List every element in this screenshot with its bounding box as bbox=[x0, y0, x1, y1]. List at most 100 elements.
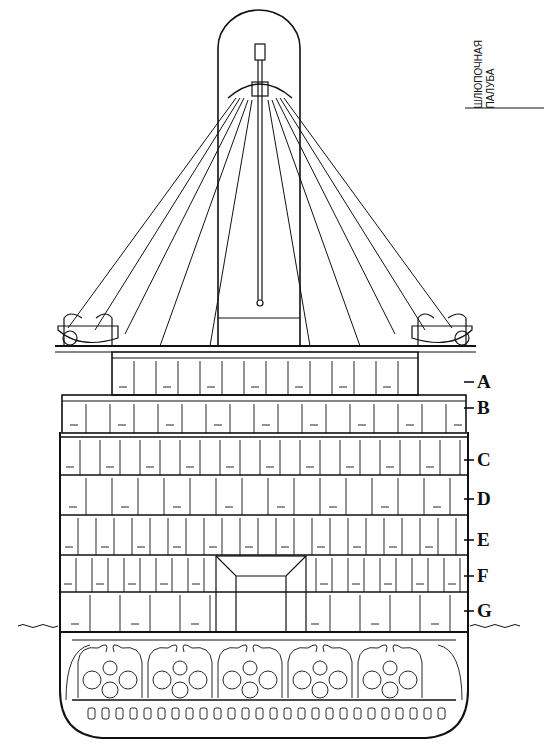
cabin-partition bbox=[258, 518, 259, 555]
cabin-partition bbox=[348, 558, 349, 592]
cabin-partition bbox=[173, 507, 181, 508]
cabin-partition bbox=[173, 547, 181, 548]
cabin-partition bbox=[312, 518, 313, 555]
cabin-partition bbox=[192, 584, 200, 585]
double-bottom-cell bbox=[242, 708, 249, 719]
cabin-partition bbox=[306, 467, 314, 468]
cabin-partition bbox=[294, 478, 295, 515]
boiler bbox=[119, 671, 137, 689]
deck-letter: A bbox=[477, 372, 491, 391]
cabin-partition bbox=[190, 478, 191, 515]
boiler bbox=[153, 671, 171, 689]
cabin-partition bbox=[294, 518, 295, 555]
cabin-partition bbox=[110, 404, 111, 433]
cabin-partition bbox=[402, 518, 403, 555]
water-line bbox=[18, 625, 520, 628]
double-bottom-cell bbox=[144, 708, 151, 719]
cabin-partition bbox=[330, 595, 331, 632]
cabin-partition bbox=[390, 595, 391, 632]
double-bottom-cell bbox=[102, 708, 109, 719]
double-bottom-cell bbox=[200, 708, 207, 719]
cabin-partition bbox=[260, 440, 261, 475]
cabin-partition bbox=[268, 478, 269, 515]
double-bottom-cell bbox=[396, 708, 403, 719]
cabin-partition bbox=[188, 558, 189, 592]
double-bottom-cell bbox=[354, 708, 361, 719]
cabin-partition bbox=[326, 404, 327, 433]
cabin-partition bbox=[317, 547, 325, 548]
cabin-partition bbox=[121, 507, 129, 508]
cabin-partition bbox=[134, 404, 135, 433]
cabin-partition bbox=[444, 558, 445, 592]
cabin-partition bbox=[320, 584, 328, 585]
cabin-partition bbox=[310, 425, 318, 426]
cabin-partition bbox=[156, 558, 157, 592]
funnel-stays bbox=[68, 98, 452, 346]
cabin-partition bbox=[220, 440, 221, 475]
cabin-partition bbox=[339, 387, 347, 388]
cabin-partition bbox=[329, 507, 337, 508]
cabin-partition bbox=[191, 624, 199, 625]
cabin-partition bbox=[164, 478, 165, 515]
cabin-partition bbox=[266, 467, 274, 468]
cabin-partition bbox=[352, 584, 360, 585]
cabin-partition bbox=[112, 478, 113, 515]
boiler-casing bbox=[218, 645, 282, 698]
boiler-casing bbox=[288, 645, 352, 698]
double-bottom-cell bbox=[214, 708, 221, 719]
cabin-partition bbox=[320, 478, 321, 515]
double-bottom-cell bbox=[382, 708, 389, 719]
double-bottom-cell bbox=[256, 708, 263, 719]
cabin-partition bbox=[348, 518, 349, 555]
boiler bbox=[102, 682, 118, 698]
cabin-partition bbox=[420, 518, 421, 555]
boiler bbox=[382, 682, 398, 698]
deck-tick bbox=[464, 407, 474, 409]
cabin-partition bbox=[425, 547, 433, 548]
double-bottom-cell bbox=[438, 708, 445, 719]
double-bottom-cell bbox=[312, 708, 319, 719]
cabin-partition bbox=[206, 404, 207, 433]
cabin-partition bbox=[433, 507, 441, 508]
cabin-partition bbox=[276, 518, 277, 555]
cabin-partition bbox=[86, 478, 87, 515]
cabin-partition bbox=[302, 404, 303, 433]
boiler bbox=[329, 671, 347, 689]
cabin-partition bbox=[428, 558, 429, 592]
cabin-partition bbox=[244, 361, 245, 395]
cabin-partition bbox=[214, 425, 222, 426]
deck-letter: C bbox=[477, 450, 491, 469]
cabin-partition bbox=[226, 467, 234, 468]
boiler bbox=[243, 661, 257, 675]
cabin-partition bbox=[300, 440, 301, 475]
boiler bbox=[313, 661, 327, 675]
cabin-partition bbox=[150, 518, 151, 555]
cabin-partition bbox=[134, 361, 135, 395]
cabin-partition bbox=[140, 558, 141, 592]
cabin-partition bbox=[412, 558, 413, 592]
cabin-partition bbox=[360, 595, 361, 632]
cabin-partition bbox=[424, 478, 425, 515]
cabin-partition bbox=[131, 624, 139, 625]
cabin-partition bbox=[96, 584, 104, 585]
cabin-partition bbox=[310, 361, 311, 395]
cabin-partition bbox=[358, 425, 366, 426]
deck-letter: E bbox=[477, 530, 490, 549]
cabin-partition bbox=[251, 387, 259, 388]
cabin-partition bbox=[128, 584, 136, 585]
cabin-partition bbox=[374, 404, 375, 433]
cabin-partition bbox=[158, 404, 159, 433]
double-bottom-cell bbox=[410, 708, 417, 719]
cabin-partition bbox=[316, 558, 317, 592]
funnel bbox=[218, 10, 300, 346]
cabin-partition bbox=[384, 518, 385, 555]
boiler bbox=[259, 671, 277, 689]
deck-lines bbox=[60, 437, 468, 632]
cabin-partition bbox=[311, 624, 319, 625]
cabin-partition bbox=[180, 440, 181, 475]
cabin-partition bbox=[277, 507, 285, 508]
deck-tick bbox=[464, 459, 474, 461]
cabin-partition bbox=[416, 584, 424, 585]
cabin-partition bbox=[210, 595, 211, 632]
stair-well bbox=[216, 556, 306, 632]
